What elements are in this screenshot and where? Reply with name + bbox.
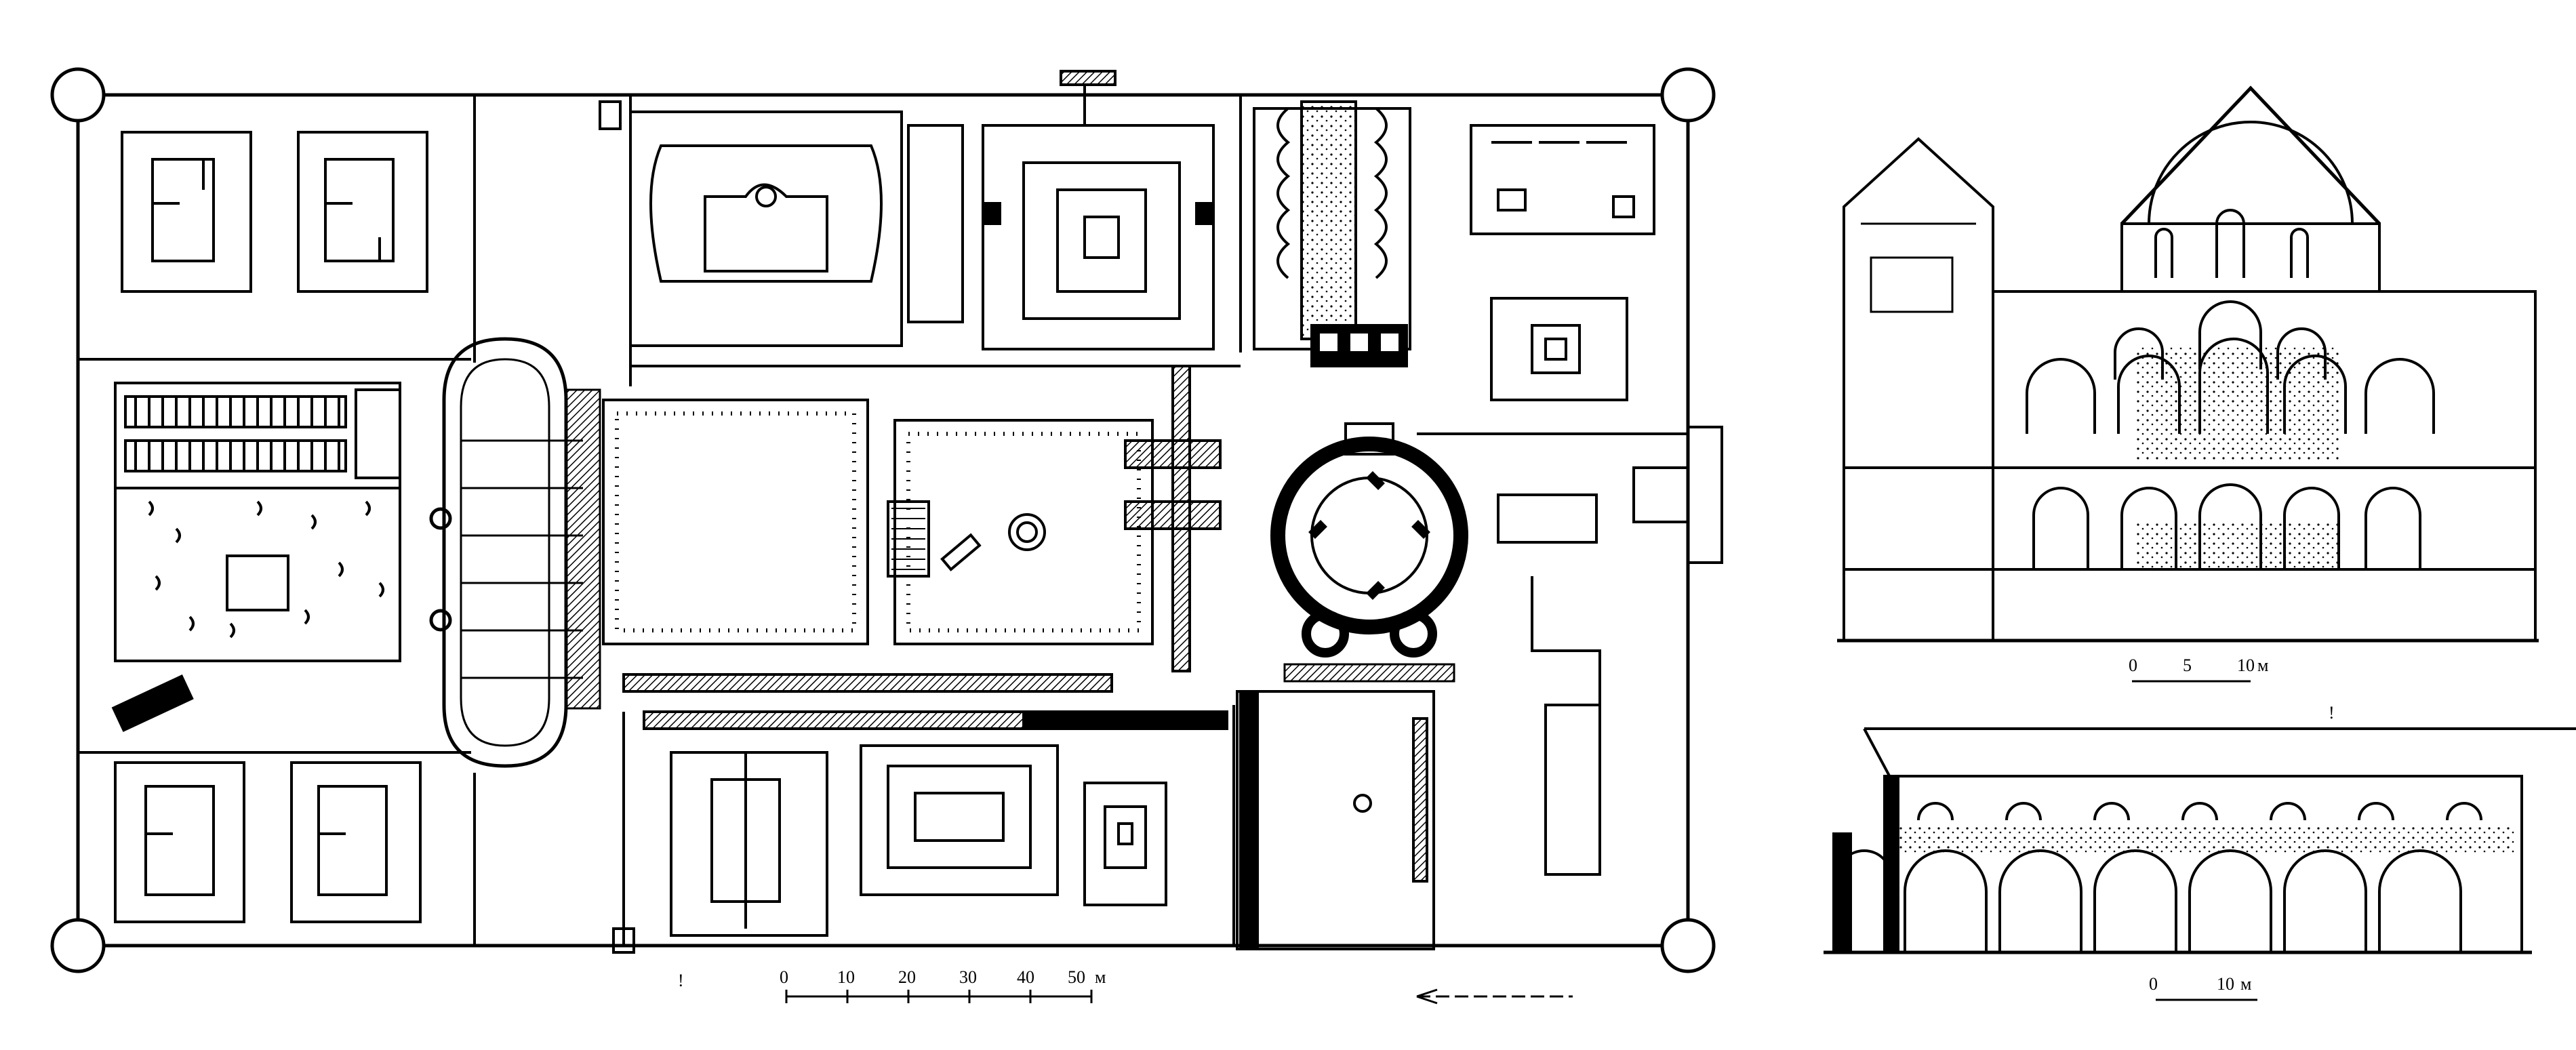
site-plan [50, 67, 1723, 1005]
octagonal-mausoleum [1270, 422, 1468, 683]
internal-walls [78, 95, 1688, 954]
north-palace [629, 70, 1215, 350]
section-top-scale-5: 5 [2183, 655, 2192, 675]
enclosure-wall [76, 93, 1690, 948]
plan-scale-label-0: 0 [780, 967, 788, 987]
section-top-scale-10: 10 [2237, 655, 2255, 675]
direction-arrow [1416, 988, 1573, 1005]
corner-tower-nw [50, 67, 106, 123]
plan-scale-label-20: 20 [898, 967, 916, 987]
plan-scale-bar [785, 990, 1093, 1003]
section-bottom-scale-0: 0 [2149, 974, 2158, 994]
west-barracks [114, 382, 401, 662]
plan-scale-label-30: 30 [959, 967, 977, 987]
peristyle-courts [602, 365, 1222, 672]
plan-mark: ! [678, 971, 684, 990]
south-complexes [622, 673, 1435, 950]
plan-scale-label-40: 40 [1017, 967, 1034, 987]
plan-scale-unit: м [1095, 967, 1106, 987]
section-top-scale-0: 0 [2129, 655, 2137, 675]
corner-tower-ne [1660, 67, 1716, 123]
section-bottom-scale-unit: м [2240, 974, 2251, 994]
west-houses [114, 131, 428, 923]
apsidal-basilica [429, 337, 601, 768]
corner-tower-sw [50, 918, 106, 973]
plan-scale-label-10: 10 [837, 967, 855, 987]
section-bottom-scale-10: 10 [2217, 974, 2234, 994]
east-temple [1497, 426, 1723, 876]
mausoleum-section [1837, 85, 2539, 683]
section-mark: ! [2329, 703, 2335, 723]
gallery-section [1824, 727, 2576, 1001]
section-top-scale-unit: м [2257, 655, 2268, 675]
north-east-complex [1253, 100, 1655, 401]
fallen-block [111, 674, 194, 732]
plan-scale-label-50: 50 [1068, 967, 1085, 987]
corner-tower-se [1660, 918, 1716, 973]
